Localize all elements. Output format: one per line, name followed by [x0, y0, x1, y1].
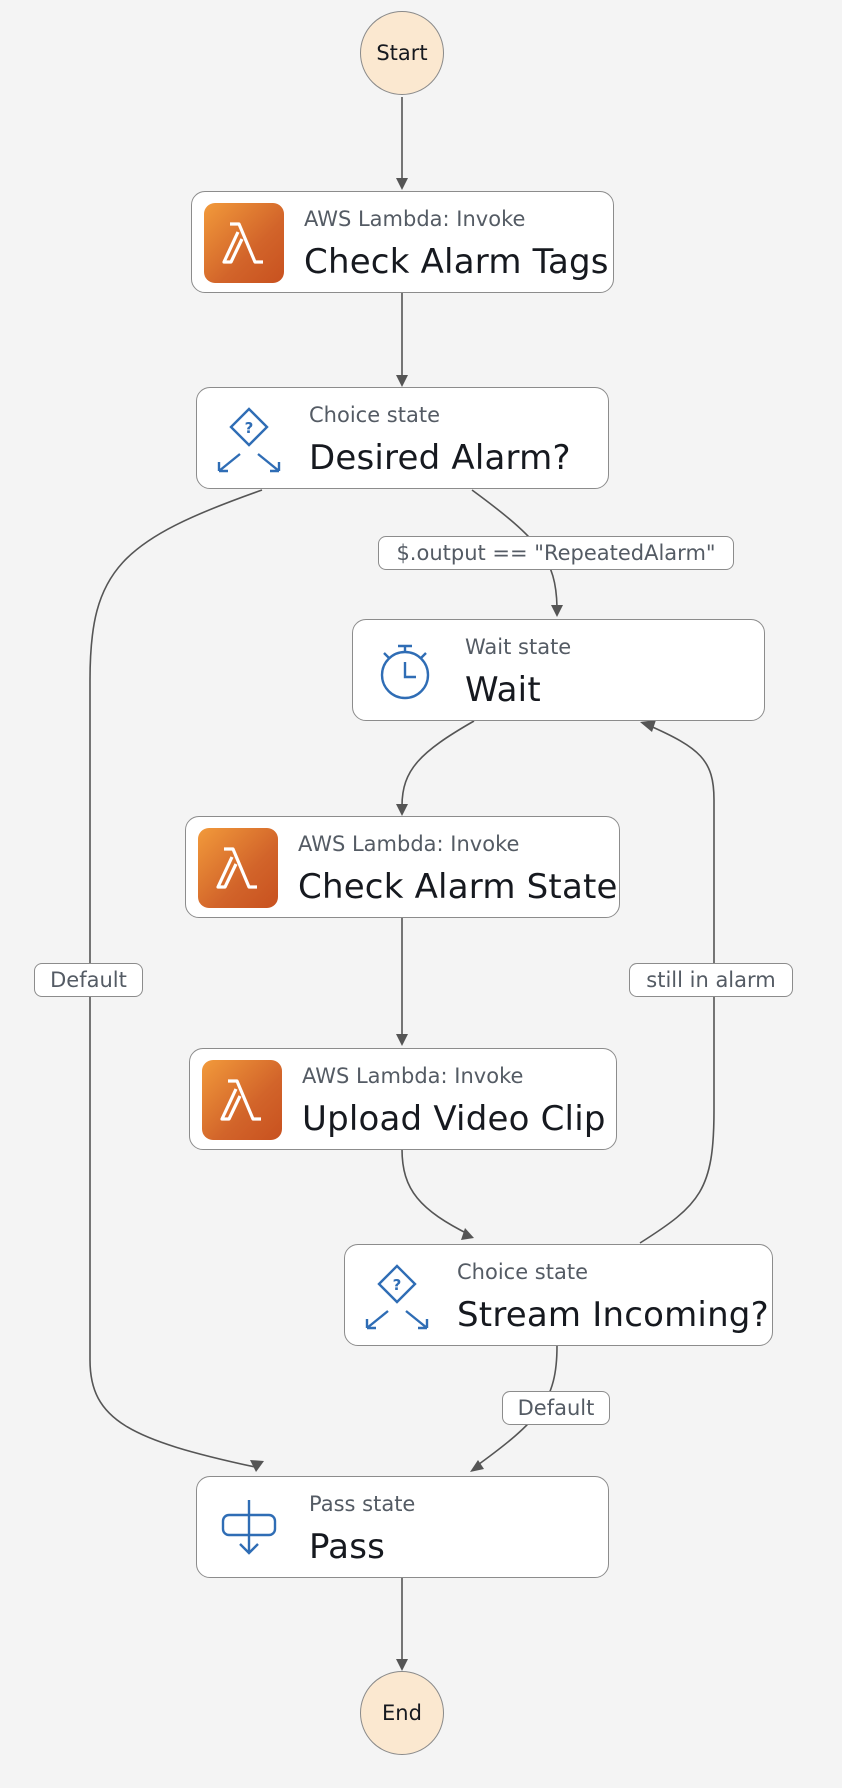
state-wait[interactable]: Wait state Wait [352, 619, 765, 721]
edge-wait-to-check-alarm-state [401, 720, 475, 807]
pass-icon [209, 1488, 289, 1568]
edge-label-still-in-alarm: still in alarm [629, 963, 793, 997]
edge-arrowhead [396, 375, 408, 387]
state-name-label: Wait [465, 670, 541, 710]
state-name-label: Pass [309, 1527, 386, 1567]
edge-arrowhead [470, 1460, 484, 1472]
edge-label-default: Default [502, 1391, 610, 1425]
state-type-label: Choice state [309, 403, 440, 427]
stopwatch-icon [365, 631, 445, 711]
choice-icon: ? [209, 399, 289, 479]
edge-stream-incoming-to-wait-still-in-alarm [639, 724, 715, 1244]
state-check-alarm-tags[interactable]: AWS Lambda: Invoke Check Alarm Tags [191, 191, 614, 293]
edge-desired-alarm-to-pass-default [89, 489, 263, 1468]
edge-arrowhead [396, 1659, 408, 1671]
state-type-label: Wait state [465, 635, 572, 659]
state-name-label: Check Alarm Tags [304, 242, 609, 282]
lambda-icon [202, 1060, 282, 1140]
svg-text:?: ? [393, 1276, 402, 1294]
state-upload-video-clip[interactable]: AWS Lambda: Invoke Upload Video Clip [189, 1048, 617, 1150]
edge-upload-video-clip-to-stream-incoming [401, 1148, 471, 1236]
end-node[interactable]: End [360, 1671, 444, 1755]
state-name-label: Stream Incoming? [457, 1295, 769, 1335]
end-label: End [382, 1701, 422, 1725]
svg-text:?: ? [245, 419, 254, 437]
start-node[interactable]: Start [360, 11, 444, 95]
edge-label-default: Default [34, 963, 143, 997]
edge-arrowhead [551, 605, 563, 617]
state-stream-incoming[interactable]: ? Choice state Stream Incoming? [344, 1244, 773, 1346]
state-check-alarm-state[interactable]: AWS Lambda: Invoke Check Alarm State [185, 816, 620, 918]
lambda-icon [204, 203, 284, 283]
state-name-label: Upload Video Clip [302, 1099, 606, 1139]
edge-arrowhead [461, 1228, 474, 1240]
state-name-label: Desired Alarm? [309, 438, 571, 478]
start-label: Start [376, 41, 428, 65]
state-pass[interactable]: Pass state Pass [196, 1476, 609, 1578]
state-desired-alarm[interactable]: ? Choice state Desired Alarm? [196, 387, 609, 489]
state-type-label: AWS Lambda: Invoke [304, 207, 526, 231]
choice-icon: ? [357, 1256, 437, 1336]
state-type-label: Pass state [309, 1492, 416, 1516]
edge-arrowhead [396, 1034, 408, 1046]
state-type-label: AWS Lambda: Invoke [298, 832, 520, 856]
state-type-label: AWS Lambda: Invoke [302, 1064, 524, 1088]
lambda-icon [198, 828, 278, 908]
state-type-label: Choice state [457, 1260, 588, 1284]
edge-arrowhead [396, 804, 408, 816]
state-name-label: Check Alarm State [298, 867, 618, 907]
edge-label-repeated-alarm: $.output == "RepeatedAlarm" [378, 536, 734, 570]
edge-arrowhead [250, 1460, 264, 1472]
edge-arrowhead [640, 720, 656, 732]
edge-arrowhead [396, 178, 408, 190]
